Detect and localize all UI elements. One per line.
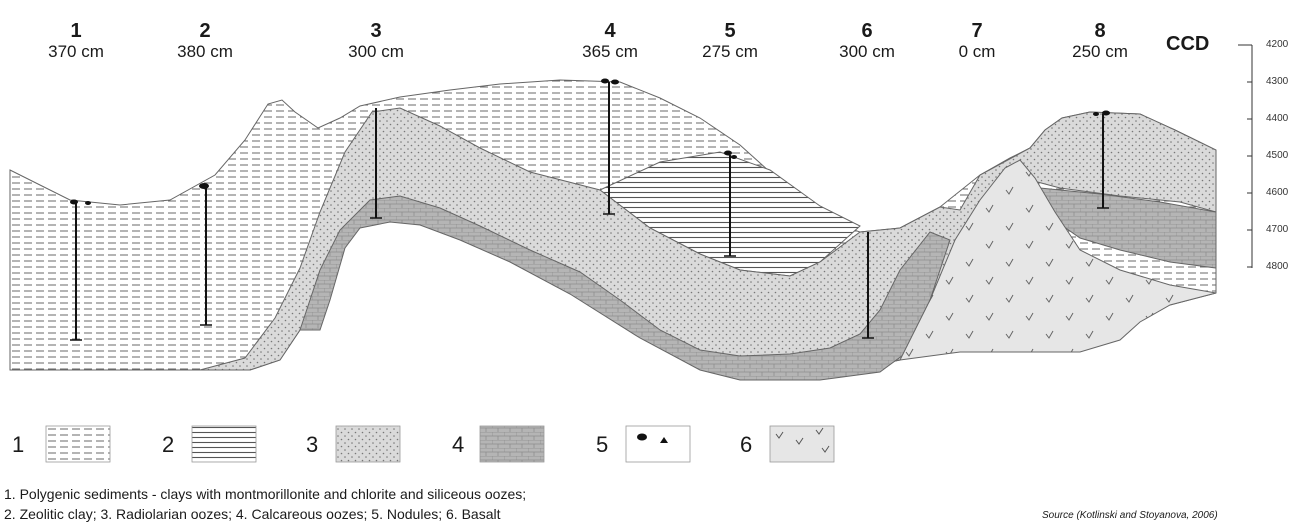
core-label-7: 7 0 cm xyxy=(917,20,1037,62)
legend-number-2: 2 xyxy=(162,432,175,457)
core-depth: 300 cm xyxy=(839,42,895,61)
legend-number-5: 5 xyxy=(596,432,609,457)
legend-swatch-nodules xyxy=(625,425,691,463)
ccd-tick-label: 4500 xyxy=(1266,150,1289,161)
layer-basalt xyxy=(899,159,1217,361)
ccd-tick-label: 4400 xyxy=(1266,113,1289,124)
core-depth: 365 cm xyxy=(582,42,638,61)
core-end-ticks xyxy=(70,207,1109,341)
layer-calcareous-oozes-east xyxy=(1039,187,1217,269)
core-label-1: 1 370 cm xyxy=(16,20,136,62)
core-label-6: 6 300 cm xyxy=(807,20,927,62)
ccd-tick-label: 4200 xyxy=(1266,39,1289,50)
legend-swatch-radiolarian-oozes xyxy=(335,425,401,463)
ccd-tick-label: 4800 xyxy=(1266,261,1289,272)
ccd-tick-label: 4300 xyxy=(1266,76,1289,87)
core-label-8: 8 250 cm xyxy=(1040,20,1160,62)
core-number: 6 xyxy=(861,20,873,42)
core-depth: 250 cm xyxy=(1072,42,1128,61)
core-number: 7 xyxy=(971,20,983,42)
core-lines xyxy=(75,82,1104,340)
core-number: 3 xyxy=(370,20,382,42)
core-label-3: 3 300 cm xyxy=(316,20,436,62)
core-label-2: 2 380 cm xyxy=(145,20,265,62)
core-number: 2 xyxy=(199,20,211,42)
legend-caption-line-2: 2. Zeolitic clay; 3. Radiolarian oozes; … xyxy=(4,506,501,522)
ccd-scale xyxy=(1238,44,1253,268)
nodule-markers xyxy=(70,78,1110,205)
legend-swatch-calcareous-oozes xyxy=(479,425,545,463)
core-number: 4 xyxy=(604,20,616,42)
ccd-tick-label: 4700 xyxy=(1266,224,1289,235)
core-depth: 300 cm xyxy=(348,42,404,61)
source-credit: Source (Kotlinski and Stoyanova, 2006) xyxy=(1042,510,1218,521)
core-depth: 275 cm xyxy=(702,42,758,61)
legend-swatch-basalt xyxy=(769,425,835,463)
ccd-label: CCD xyxy=(1166,33,1210,55)
core-depth: 370 cm xyxy=(48,42,104,61)
legend-number-4: 4 xyxy=(452,432,465,457)
legend-swatch-polygenic-sediments xyxy=(45,425,111,463)
core-label-5: 5 275 cm xyxy=(670,20,790,62)
core-depth: 380 cm xyxy=(177,42,233,61)
core-label-4: 4 365 cm xyxy=(550,20,670,62)
layer-calcareous-oozes-basin xyxy=(299,195,951,381)
core-number: 8 xyxy=(1094,20,1106,42)
legend-swatch-zeolitic-clay xyxy=(191,425,257,463)
legend-number-3: 3 xyxy=(306,432,319,457)
legend-caption-line-1: 1. Polygenic sediments - clays with mont… xyxy=(4,486,527,502)
core-number: 5 xyxy=(724,20,736,42)
legend-number-1: 1 xyxy=(12,432,25,457)
legend-number-6: 6 xyxy=(740,432,753,457)
core-depth: 0 cm xyxy=(958,42,996,61)
ccd-tick-label: 4600 xyxy=(1266,187,1289,198)
core-number: 1 xyxy=(70,20,82,42)
